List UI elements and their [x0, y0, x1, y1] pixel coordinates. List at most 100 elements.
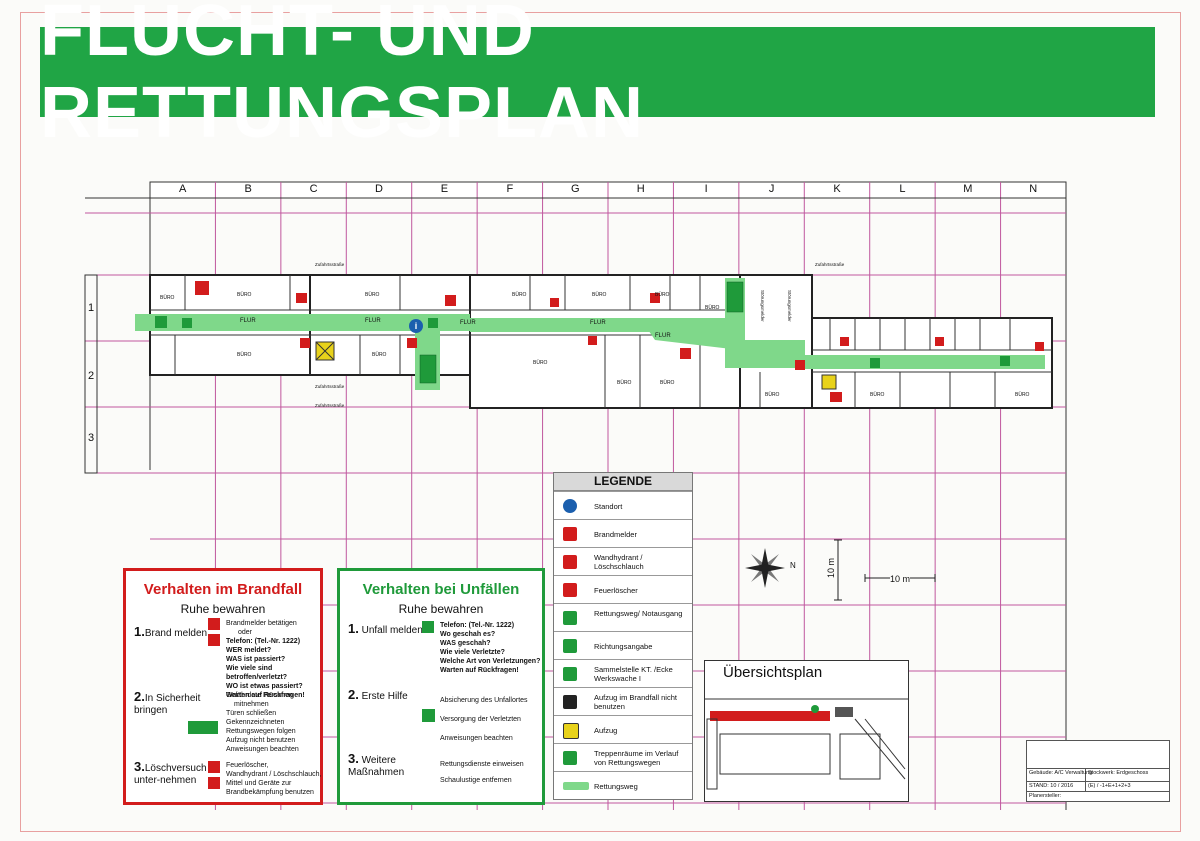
aufzug-icon — [563, 723, 579, 739]
floor-label: Stockwerk: Erdgeschoss — [1088, 770, 1149, 776]
erste-hilfe-icon — [422, 709, 435, 722]
brandfall-step2: 2.In Sicherheit bringen — [134, 689, 201, 716]
brandfall-step1: 1.Brand melden — [134, 624, 208, 639]
rettungsweg-icon — [563, 782, 589, 790]
grid-column-label: J — [768, 183, 775, 195]
sheet-border-left — [20, 12, 21, 832]
treppenraum-icon — [563, 751, 577, 765]
overview-title: Übersichtsplan — [723, 664, 823, 681]
legend-item-label: Feuerlöscher — [594, 586, 638, 595]
standort-icon — [409, 319, 423, 333]
notausgang-icon — [188, 721, 218, 734]
notausgang-icon — [155, 316, 1010, 368]
brandmelder-icon — [208, 618, 220, 630]
richtungspfeil-icon — [563, 639, 577, 653]
corridor-label: FLUR — [240, 318, 256, 324]
brandfall-title: Verhalten im Brandfall — [143, 581, 303, 598]
room-label: BÜRO — [1015, 392, 1030, 398]
room-label: BÜRO — [512, 292, 527, 298]
legend-item: Rettungsweg — [554, 771, 692, 800]
grid-row-label: 1 — [87, 302, 95, 314]
room-label: BÜRO — [705, 305, 720, 311]
room-label: BÜRO — [365, 292, 380, 298]
legend-item: Aufzug — [554, 715, 692, 744]
legend-item-label: Aufzug — [594, 726, 618, 735]
grid-column-label: E — [440, 183, 449, 195]
legend-item-label: Brandmelder — [594, 530, 637, 539]
aufzug-verbot-icon — [563, 695, 577, 709]
brandmelder-icon — [563, 527, 577, 541]
wandhydrant-icon — [208, 777, 220, 789]
room-label: BÜRO — [592, 292, 607, 298]
sammelstelle-icon — [563, 667, 577, 681]
legend-item: Standort — [554, 491, 692, 520]
overview-map-drawing — [705, 689, 908, 801]
room-label: BÜRO — [765, 392, 780, 398]
legend-item: Richtungsangabe — [554, 631, 692, 660]
room-label: BÜRO — [660, 380, 675, 386]
unfall-step2-text: Absicherung des Unfallortes Versorgung d… — [440, 697, 528, 742]
grid-column-label: A — [179, 183, 187, 195]
grid-column-label: K — [833, 183, 841, 195]
unfall-subtitle: Ruhe bewahren — [398, 602, 484, 616]
grid-column-label: G — [571, 183, 580, 195]
unfall-step2: 2. Erste Hilfe — [348, 687, 408, 702]
corridor-label: FLUR — [655, 333, 671, 339]
brandfall-subtitle: Ruhe bewahren — [180, 602, 266, 616]
legend-item-label: Rettungsweg/ Notausgang — [594, 609, 683, 618]
fire-equipment-icons — [195, 281, 1044, 402]
telefon-icon — [208, 634, 220, 646]
brandfall-panel: Verhalten im Brandfall Ruhe bewahren 1.B… — [123, 568, 323, 805]
access-road-label: Zufahrtsstraße — [815, 262, 845, 267]
feuerloescher-icon — [563, 583, 577, 597]
corridor-label: FLUR — [365, 318, 381, 324]
grid-column-label: D — [375, 183, 383, 195]
compass-rose-icon — [745, 548, 785, 588]
date-label: STAND: 10 / 2016 — [1029, 783, 1074, 789]
unfall-panel: Verhalten bei Unfällen Ruhe bewahren 1. … — [337, 568, 545, 805]
grid-row-label: 2 — [87, 370, 95, 382]
brandfall-step1-text: Brandmelder betätigen oder Telefon: (Tel… — [226, 620, 305, 699]
room-label: BÜRO — [655, 292, 670, 298]
room-label: BÜRO — [617, 380, 632, 386]
grid-column-label: N — [1029, 183, 1038, 195]
escape-route — [135, 278, 1045, 390]
access-road-label: Zufahrtsstraße — [315, 403, 345, 408]
grid-row-label: 3 — [87, 432, 95, 444]
room-label: BÜRO — [237, 352, 252, 358]
building-label: Gebäude: A/C Verwaltung — [1029, 770, 1093, 776]
scale-label-vertical: 10 m — [826, 558, 836, 579]
legend-item: Treppenräume im Verlauf von Rettungswege… — [554, 743, 692, 772]
corridor-label: FLUR — [460, 320, 476, 326]
legend-item-label: Richtungsangabe — [594, 642, 653, 651]
grid-column-label: C — [309, 183, 318, 195]
legend-item-label: Wandhydrant / Löschschlauch — [594, 553, 644, 571]
creator-label: Planersteller: — [1029, 793, 1062, 799]
legend-item: Rettungsweg/ Notausgang — [554, 603, 692, 632]
unfall-title: Verhalten bei Unfällen — [362, 581, 520, 598]
title-block: Gebäude: A/C Verwaltung Stockwerk: Erdge… — [1026, 740, 1170, 802]
brandfall-step3-text: Feuerlöscher, Wandhydrant / Löschschlauc… — [226, 762, 322, 796]
legend-title: LEGENDE — [554, 473, 692, 491]
access-road-label: Zufahrtsstraße — [315, 262, 345, 267]
fault-alarm-label: Störungsmelder — [787, 290, 792, 322]
legend-item-label: Aufzug im Brandfall nicht benutzen — [594, 693, 677, 711]
brandfall-step3: 3.Löschversuch unter-nehmen — [134, 759, 207, 786]
grid-column-label: H — [636, 183, 645, 195]
sheet-border-bottom — [20, 831, 1180, 832]
legend-item: Brandmelder — [554, 519, 692, 548]
unfall-step3-text: Rettungsdienste einweisen Schaulustige e… — [440, 761, 524, 784]
stairwell-icon — [419, 281, 744, 384]
corridor-label: FLUR — [590, 320, 606, 326]
room-label: BÜRO — [870, 392, 885, 398]
brandfall-step2-text: Gefährdete Personen mitnehmen Türen schl… — [226, 692, 299, 753]
compass-north-label: N — [790, 561, 796, 570]
sheet-border-right — [1180, 12, 1181, 832]
standort-icon — [563, 499, 577, 513]
sheet-border-top — [20, 12, 1180, 13]
grid-column-label: L — [899, 183, 906, 195]
legend-item: Wandhydrant / Löschschlauch — [554, 547, 692, 576]
legend-item-label: Sammelstelle KT. /Ecke Werkswache I — [594, 665, 673, 683]
unfall-step1-text: Telefon: (Tel.-Nr. 1222) Wo geschah es? … — [440, 622, 541, 674]
